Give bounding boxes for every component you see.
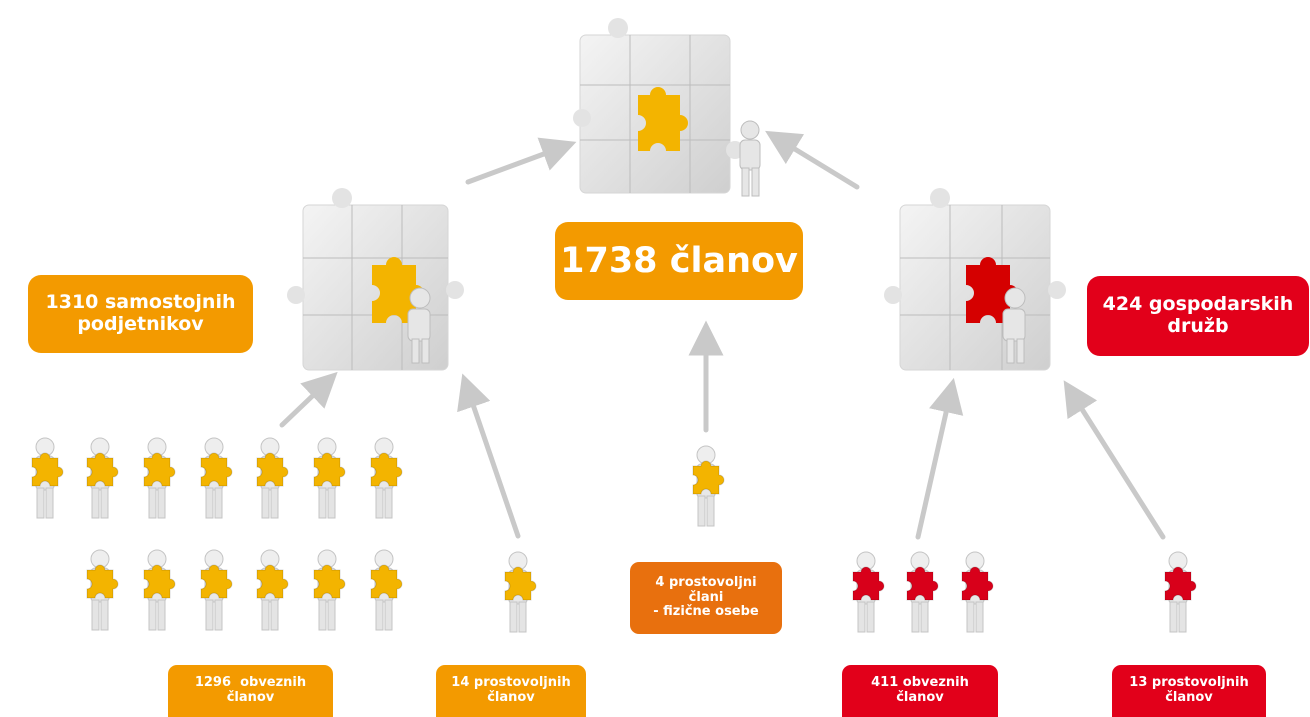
- mandatory-entrepreneurs-label: 1296 obveznih članov: [168, 665, 333, 717]
- person-with-puzzle-icon: [961, 551, 994, 633]
- person-with-puzzle-icon: [256, 437, 289, 519]
- arrow-voluntary-to-right: [1063, 380, 1166, 540]
- entrepreneurs-label: 1310 samostojnih podjetnikov: [28, 275, 253, 353]
- voluntary-companies-line1: 13 prostovoljnih: [1129, 675, 1249, 691]
- person-with-puzzle-icon: [313, 437, 346, 519]
- person-with-puzzle-icon: [906, 551, 939, 633]
- voluntary-companies-line2: članov: [1165, 690, 1213, 705]
- arrow-mandatory-to-left: [279, 371, 338, 428]
- mandatory-entrepreneurs-line1: 1296 obveznih: [194, 675, 307, 691]
- arrow-mandatory-to-right: [915, 377, 964, 540]
- companies-label: 424 gospodarskih družb: [1087, 276, 1309, 356]
- orange-puzzle-piece-icon: [372, 257, 424, 323]
- arrow-right-to-top: [765, 130, 860, 190]
- companies-line1: 424 gospodarskih: [1102, 293, 1294, 316]
- arrow-voluntary-to-left: [457, 373, 521, 539]
- person-with-puzzle-icon: [200, 549, 233, 631]
- entrepreneurs-line2: podjetnikov: [77, 313, 204, 335]
- person-with-puzzle-icon: [852, 551, 885, 633]
- companies-line2: družb: [1167, 315, 1229, 337]
- person-with-puzzle-icon: [692, 445, 725, 527]
- volunteer-natural-persons-figure: [692, 445, 725, 527]
- person-with-puzzle-icon: [200, 437, 233, 519]
- person-with-puzzle-icon: [370, 437, 403, 519]
- red-puzzle-piece-icon: [966, 257, 1018, 323]
- volunteers-line1: 4 prostovoljni: [655, 574, 757, 590]
- mandatory-companies-figures: [852, 551, 994, 633]
- person-with-puzzle-icon: [86, 549, 119, 631]
- entrepreneurs-line1: 1310 samostojnih: [45, 291, 236, 314]
- figure-icon: [739, 120, 761, 197]
- total-members-text: 1738 članov: [560, 240, 798, 281]
- mandatory-companies-label: 411 obveznih članov: [842, 665, 998, 717]
- person-with-puzzle-icon: [256, 549, 289, 631]
- voluntary-companies-figure: [1164, 551, 1197, 633]
- orange-puzzle-piece-icon: [638, 87, 688, 151]
- mandatory-entrepreneurs-line2: članov: [226, 690, 275, 705]
- total-members-label: 1738 članov: [555, 222, 803, 300]
- figure-icon: [1002, 287, 1026, 364]
- right-puzzle-wall-illustration: [884, 188, 1066, 371]
- mandatory-companies-line1: 411 obveznih: [871, 675, 969, 691]
- voluntary-entrepreneurs-line1: 14 prostovoljnih: [451, 675, 571, 691]
- volunteers-line2: člani: [688, 589, 724, 605]
- mandatory-companies-line2: članov: [896, 690, 944, 705]
- person-with-puzzle-icon: [143, 437, 176, 519]
- left-puzzle-wall-illustration: [287, 188, 464, 371]
- person-with-puzzle-icon: [31, 437, 64, 519]
- figure-icon: [407, 287, 431, 364]
- arrow-left-to-top: [465, 137, 577, 185]
- mandatory-entrepreneurs-figures: [31, 437, 403, 631]
- volunteer-natural-persons-label: 4 prostovoljni člani - fizične osebe: [630, 562, 782, 634]
- voluntary-entrepreneurs-line2: članov: [487, 690, 535, 705]
- voluntary-companies-label: 13 prostovoljnih članov: [1112, 665, 1266, 717]
- volunteers-line3: - fizične osebe: [653, 604, 759, 620]
- voluntary-entrepreneurs-label: 14 prostovoljnih članov: [436, 665, 586, 717]
- person-with-puzzle-icon: [1164, 551, 1197, 633]
- person-with-puzzle-icon: [86, 437, 119, 519]
- top-puzzle-wall-illustration: [573, 18, 761, 197]
- voluntary-entrepreneurs-figure: [504, 551, 537, 633]
- person-with-puzzle-icon: [313, 549, 346, 631]
- person-with-puzzle-icon: [504, 551, 537, 633]
- person-with-puzzle-icon: [143, 549, 176, 631]
- person-with-puzzle-icon: [370, 549, 403, 631]
